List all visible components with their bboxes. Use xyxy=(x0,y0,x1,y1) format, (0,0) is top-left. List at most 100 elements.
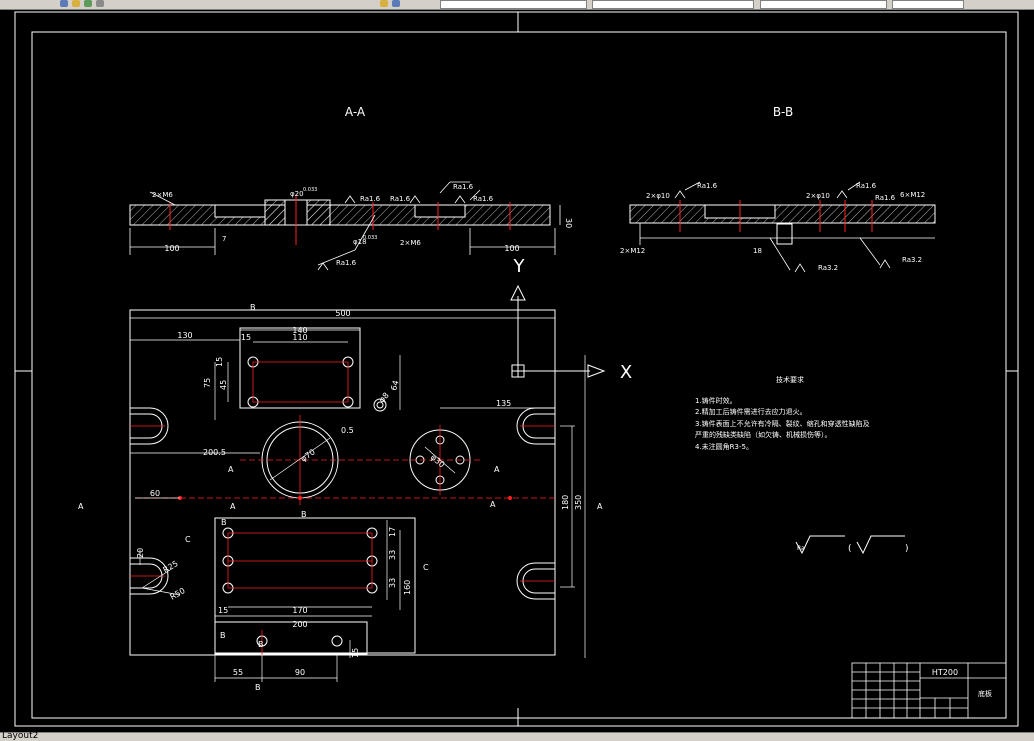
dim-130: 130 xyxy=(177,331,192,340)
dim-phi30: φ30 xyxy=(429,453,447,470)
plan-b-mid: B xyxy=(301,510,307,519)
aa-ra5: Ra1.6 xyxy=(336,259,357,267)
ucs-icon xyxy=(510,284,606,378)
dim-60: 60 xyxy=(150,489,160,498)
dim-110: 110 xyxy=(292,333,307,342)
aa-mid-thread: 2×M6 xyxy=(400,239,421,247)
aa-ra4: Ra1.6 xyxy=(473,195,494,203)
linetype-dropdown[interactable] xyxy=(760,0,887,9)
lineweight-dropdown[interactable] xyxy=(892,0,964,9)
aa-ra1: Ra1.6 xyxy=(360,195,381,203)
bb-ra5: Ra3.2 xyxy=(902,256,922,264)
notes-line1: 1.铸件时效。 xyxy=(695,396,737,405)
roughness-paren: ( xyxy=(848,544,852,554)
section-aa: A-A 100 100 xyxy=(129,105,573,271)
notes-line4: 严重的残缺类缺陷（如欠铸、机械损伤等）。 xyxy=(695,430,832,439)
section-a-edge: A xyxy=(78,502,84,511)
bb-bottom-mid: 18 xyxy=(753,247,762,255)
notes-line2: 2.精加工后铸件需进行去应力退火。 xyxy=(695,407,807,416)
dim-15a: 15 xyxy=(241,333,251,342)
aa-ra3: Ra1.6 xyxy=(453,183,474,191)
axis-x-label: X xyxy=(620,362,632,383)
dim-0.5: 0.5 xyxy=(341,426,354,435)
roughness-close: ) xyxy=(905,544,909,554)
section-a-side: A xyxy=(597,502,603,511)
drawing-canvas[interactable]: A-A 100 100 xyxy=(0,10,1034,732)
title-material: HT200 xyxy=(932,668,958,677)
section-c-left: C xyxy=(185,535,191,544)
plan-b-small: B xyxy=(258,640,264,649)
tech-notes: 技术要求 1.铸件时效。 2.精加工后铸件需进行去应力退火。 3.铸件表面上不允… xyxy=(695,375,870,451)
section-a-left: A xyxy=(228,465,234,474)
aa-ra2: Ra1.6 xyxy=(390,195,411,203)
bb-bottom-thread: 2×M12 xyxy=(620,247,645,255)
notes-line3: 3.铸件表面上不允许有冷隔、裂纹、缩孔和穿透性缺陷及 xyxy=(695,419,870,428)
toolbar-icon[interactable] xyxy=(392,0,400,7)
plan-b-low: B xyxy=(221,518,227,527)
aa-left-thread: 2×M6 xyxy=(152,191,173,199)
dim-75: 75 xyxy=(203,378,212,388)
toolbar xyxy=(0,0,1034,10)
roughness-left: Ra xyxy=(797,545,805,552)
dim-20: 20 xyxy=(136,548,145,558)
bb-right-thread: 6×M12 xyxy=(900,191,925,199)
plan-b-top: B xyxy=(250,303,256,312)
aa-right-dim: 100 xyxy=(504,244,519,253)
dim-45: 45 xyxy=(219,380,228,390)
toolbar-icon[interactable] xyxy=(380,0,388,7)
aa-small-dim: 7 xyxy=(222,235,226,243)
dim-15b: 15 xyxy=(215,357,224,367)
section-a-far: A xyxy=(490,500,496,509)
dim-33a: 33 xyxy=(388,550,397,560)
toolbar-icon[interactable] xyxy=(96,0,104,7)
plan-b-low2: B xyxy=(220,631,226,640)
dim-200: 200 xyxy=(292,620,307,629)
toolbar-icon[interactable] xyxy=(60,0,68,7)
dim-17: 17 xyxy=(388,527,397,537)
bb-top-hole: 2×φ10 xyxy=(646,192,670,200)
dim-15c: 15 xyxy=(218,606,228,615)
toolbar-icon[interactable] xyxy=(84,0,92,7)
bb-ra2: Ra1.6 xyxy=(856,182,877,190)
drawing-frame xyxy=(14,11,1019,727)
dim-135: 135 xyxy=(496,399,511,408)
title-block xyxy=(851,662,1007,719)
plan-b-bottom: B xyxy=(255,683,261,692)
section-a-right: A xyxy=(494,465,500,474)
dim-500: 500 xyxy=(335,309,350,318)
bb-ra4: Ra3.2 xyxy=(818,264,838,272)
aa-bore: φ20 xyxy=(290,190,304,198)
bb-ra3: Ra1.6 xyxy=(875,194,896,202)
aa-bore-tol: 0.033 xyxy=(303,187,317,193)
dim-r50: R50 xyxy=(169,586,187,602)
bb-mid-hole: 2×φ10 xyxy=(806,192,830,200)
dim-160: 160 xyxy=(403,580,412,595)
aa-hole-tol: 0.033 xyxy=(363,235,377,241)
aa-hole-label: φ18 xyxy=(353,238,367,246)
dim-15d: 15 xyxy=(351,648,360,658)
dim-170: 170 xyxy=(292,606,307,615)
dim-r25: R25 xyxy=(162,559,180,575)
dim-350: 350 xyxy=(574,495,583,510)
section-bb-title: B-B xyxy=(773,105,793,119)
dim-200.5: 200.5 xyxy=(203,448,226,457)
notes-line5: 4.未注圆角R3-5。 xyxy=(695,442,753,451)
layer-dropdown[interactable] xyxy=(440,0,587,9)
dim-55: 55 xyxy=(233,668,243,677)
layout-tab[interactable]: Layout2 xyxy=(2,731,39,741)
aa-height-dim: 30 xyxy=(564,218,573,228)
plan-view: B 500 140 130 15 110 15 75 45 64 φ8 0.5 … xyxy=(78,303,603,692)
section-bb: B-B 2×φ10 Ra1.6 2×φ10 Ra1.6 Ra1.6 6×M12 … xyxy=(620,105,936,273)
bb-ra1: Ra1.6 xyxy=(697,182,718,190)
section-aa-title: A-A xyxy=(345,105,366,119)
general-roughness xyxy=(795,535,905,555)
aa-left-dim: 100 xyxy=(164,244,179,253)
dim-180: 180 xyxy=(561,495,570,510)
toolbar-icon[interactable] xyxy=(72,0,80,7)
dim-33b: 33 xyxy=(388,578,397,588)
section-a-mid: A xyxy=(230,502,236,511)
color-dropdown[interactable] xyxy=(592,0,754,9)
axis-y-label: Y xyxy=(513,256,526,277)
notes-title: 技术要求 xyxy=(776,375,804,384)
section-c-right: C xyxy=(423,563,429,572)
